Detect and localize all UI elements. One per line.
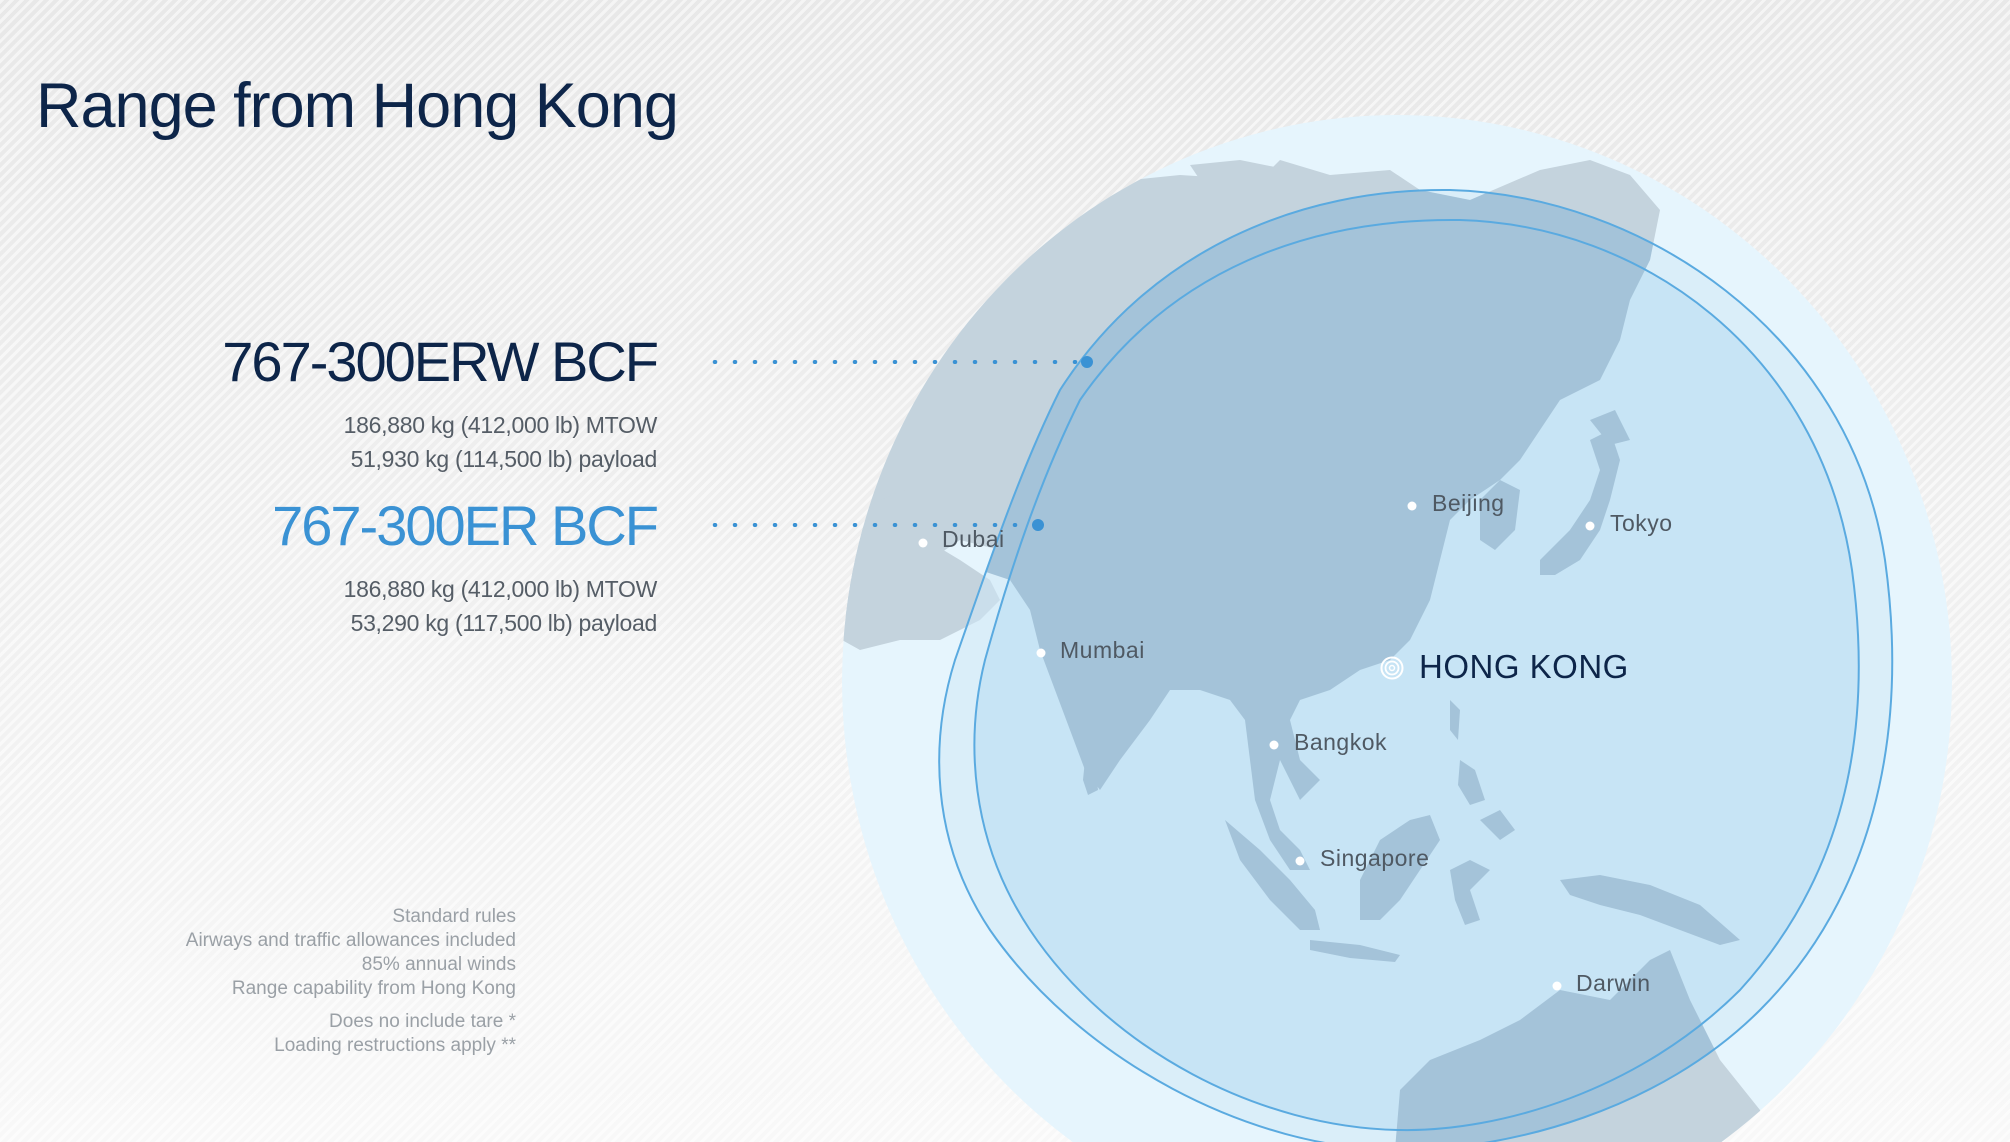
- footnote-line: Does no include tare *: [329, 1011, 516, 1032]
- note-line: Range capability from Hong Kong: [231, 978, 516, 999]
- city-label-mumbai: Mumbai: [1060, 637, 1145, 663]
- city-label-dubai: Dubai: [942, 526, 1005, 552]
- city-dot-mumbai: [1036, 648, 1046, 658]
- city-label-bangkok: Bangkok: [1294, 729, 1388, 755]
- target-icon: [1380, 656, 1404, 680]
- aircraft-payload: 51,930 kg (114,500 lb) payload: [350, 446, 658, 472]
- city-dot-tokyo: [1585, 521, 1595, 531]
- city-dot-singapore: [1295, 856, 1305, 866]
- city-dot-bangkok: [1269, 740, 1279, 750]
- city-label-darwin: Darwin: [1576, 970, 1651, 996]
- origin-label-hong-kong: HONG KONG: [1419, 648, 1629, 685]
- leader-line-erw: [705, 360, 1085, 364]
- note-line: Standard rules: [392, 906, 516, 927]
- globe: [842, 115, 1952, 1142]
- aircraft-name: 767-300ERW BCF: [222, 330, 659, 393]
- city-label-singapore: Singapore: [1320, 845, 1430, 871]
- city-label-beijing: Beijing: [1432, 490, 1505, 516]
- range-line-erw: [938, 188, 1894, 1142]
- aircraft-payload: 53,290 kg (117,500 lb) payload: [350, 610, 658, 636]
- note-line: 85% annual winds: [361, 954, 516, 975]
- aircraft-mtow: 186,880 kg (412,000 lb) MTOW: [343, 412, 658, 438]
- aircraft-mtow: 186,880 kg (412,000 lb) MTOW: [343, 576, 658, 602]
- range-point-er: [1032, 519, 1044, 531]
- page-title: Range from Hong Kong: [36, 71, 679, 141]
- leader-line-er: [705, 523, 1035, 527]
- city-dot-darwin: [1552, 981, 1562, 991]
- aircraft-name: 767-300ER BCF: [272, 494, 659, 557]
- aircraft-block-767-300erw-bcf: 767-300ERW BCF 186,880 kg (412,000 lb) M…: [222, 330, 659, 476]
- city-dot-beijing: [1407, 501, 1417, 511]
- range-point-erw: [1081, 356, 1093, 368]
- city-label-tokyo: Tokyo: [1610, 510, 1673, 536]
- city-dot-dubai: [918, 538, 928, 548]
- range-line-er: [973, 218, 1860, 1132]
- assumption-notes: Standard rules Airways and traffic allow…: [186, 905, 516, 1058]
- footnote-line: Loading restructions apply **: [274, 1035, 516, 1056]
- aircraft-block-767-300er-bcf: 767-300ER BCF 186,880 kg (412,000 lb) MT…: [272, 494, 659, 640]
- note-line: Airways and traffic allowances included: [185, 930, 516, 951]
